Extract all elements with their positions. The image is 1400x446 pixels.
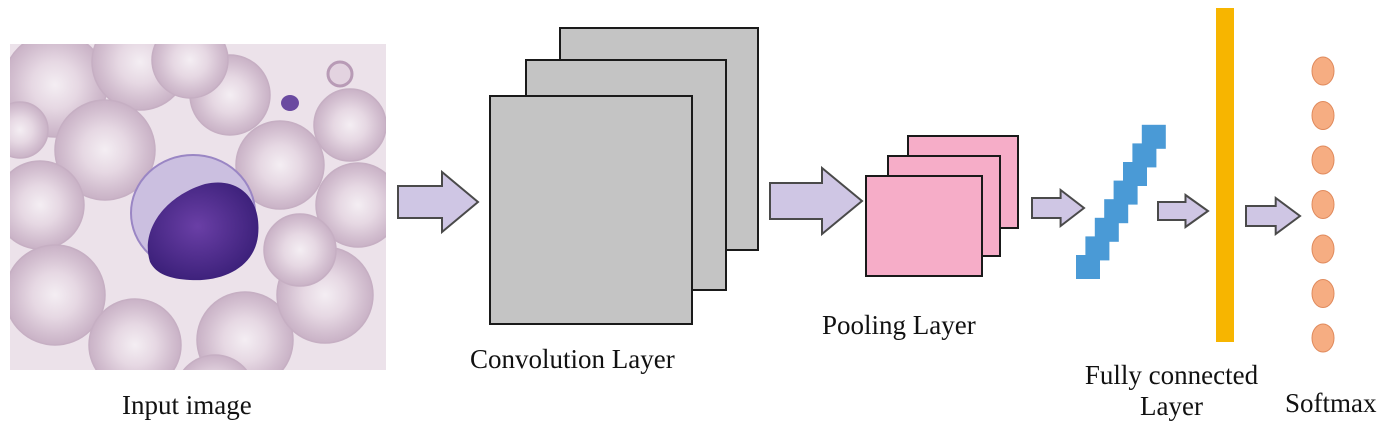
fully-connected-bar (1216, 8, 1234, 342)
fully-connected-label-line2: Layer (1140, 391, 1203, 422)
input-image (10, 44, 386, 370)
softmax-node (1311, 190, 1335, 219)
platelet (281, 95, 299, 111)
softmax-node (1311, 145, 1335, 175)
red-blood-cell (10, 101, 49, 159)
white-cell-nucleus (147, 182, 259, 281)
softmax-node (1311, 56, 1335, 86)
fully-connected-unit (1141, 124, 1166, 149)
softmax-node (1311, 101, 1335, 130)
fully-connected-units (1076, 124, 1166, 279)
small-cell (326, 60, 354, 88)
fully-connected-label: Fully connected Layer (1064, 360, 1279, 422)
convolution-feature-map (489, 95, 693, 325)
input-image-label: Input image (122, 390, 252, 420)
red-blood-cells (10, 44, 386, 370)
softmax-label: Softmax (1285, 388, 1377, 418)
red-blood-cell (54, 99, 156, 201)
pooling-feature-maps (865, 135, 1019, 277)
pooling-feature-map (865, 175, 983, 277)
red-blood-cell (10, 244, 106, 346)
red-blood-cell (196, 291, 294, 370)
arrow-right-icon (769, 165, 864, 237)
softmax-node (1311, 279, 1335, 308)
softmax-node (1311, 323, 1335, 353)
flow-arrows (397, 165, 1302, 237)
red-blood-cell (235, 120, 325, 210)
red-blood-cell (182, 354, 248, 370)
red-blood-cell (151, 44, 229, 99)
pooling-layer-label: Pooling Layer (822, 310, 976, 340)
red-blood-cell (10, 160, 85, 250)
arrow-right-icon (1031, 187, 1086, 229)
arrow-right-icon (397, 169, 480, 235)
fully-connected-label-line1: Fully connected (1084, 360, 1259, 390)
arrow-right-icon (1157, 193, 1210, 229)
softmax-node (1311, 234, 1335, 264)
convolution-layer-label: Convolution Layer (470, 344, 675, 374)
softmax-nodes (1311, 56, 1335, 353)
red-blood-cell (313, 88, 386, 162)
red-blood-cell (263, 213, 337, 287)
red-blood-cell (315, 162, 386, 248)
arrow-right-icon (1245, 196, 1302, 236)
red-blood-cell (88, 298, 182, 370)
convolution-feature-maps (489, 27, 759, 325)
